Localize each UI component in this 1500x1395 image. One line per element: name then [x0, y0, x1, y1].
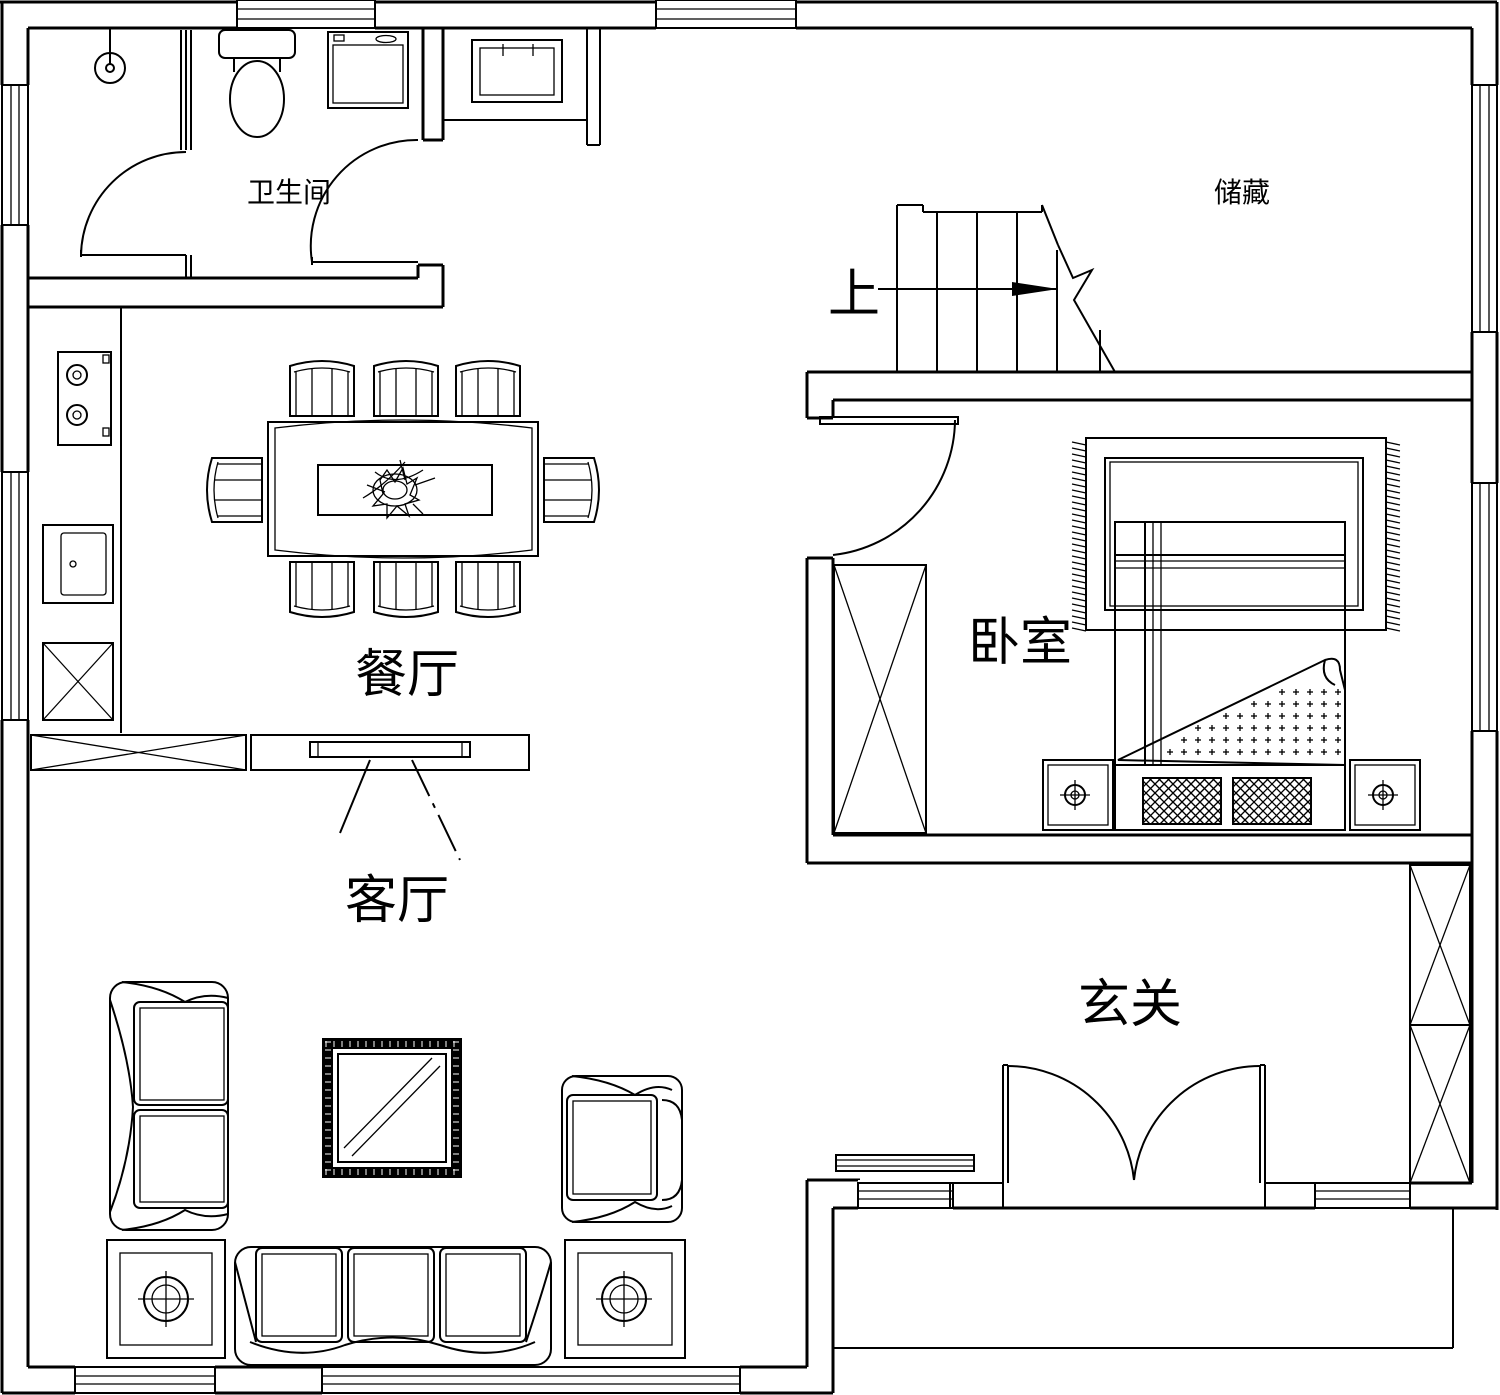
dining-chair	[455, 360, 521, 417]
coffee-table	[322, 1038, 462, 1178]
room-label-entrance: 玄关	[1078, 975, 1182, 1035]
kitchen	[42, 307, 122, 733]
sofa-bottom	[234, 1246, 552, 1366]
bathroom: 卫生间	[80, 28, 419, 278]
armchair-right	[561, 1075, 683, 1223]
kitchen-sink-icon	[42, 524, 114, 604]
side-table-left	[106, 1239, 226, 1359]
washing-machine-icon	[327, 31, 409, 109]
stair-arrow-icon	[1012, 282, 1058, 296]
dining-chair	[373, 561, 439, 618]
sink-icon	[471, 39, 563, 103]
dining-chair	[289, 561, 355, 618]
nightstand-right	[1349, 759, 1421, 831]
entrance: 玄关	[835, 864, 1471, 1184]
nightstand-left	[1042, 759, 1114, 831]
dining-chair	[455, 561, 521, 618]
living-furniture	[106, 981, 686, 1366]
rug	[1071, 437, 1401, 632]
room-label-bedroom: 卧室	[968, 613, 1072, 673]
toilet-icon	[218, 29, 296, 138]
stair-up-label: 上	[828, 265, 880, 325]
dining-chair	[289, 360, 355, 417]
bedroom: 卧室	[819, 416, 1421, 834]
room-label-storage: 储藏	[1214, 176, 1270, 209]
dining-chair	[543, 457, 600, 523]
dining-chair	[373, 360, 439, 417]
dining-table	[206, 360, 600, 618]
tv-cabinet	[30, 734, 530, 861]
fridge-icon	[42, 642, 114, 721]
flower-centerpiece-icon	[362, 459, 436, 520]
room-label-bathroom: 卫生间	[247, 176, 331, 209]
dining-chair	[206, 457, 263, 523]
room-label-living: 客厅	[345, 871, 449, 931]
porch	[833, 1208, 1454, 1349]
room-label-dining: 餐厅	[355, 645, 459, 705]
stove-icon	[57, 351, 112, 446]
stairs: 上	[828, 204, 1116, 373]
side-table-right	[564, 1239, 686, 1359]
bed-icon	[1114, 521, 1346, 831]
sofa-left	[109, 981, 229, 1231]
